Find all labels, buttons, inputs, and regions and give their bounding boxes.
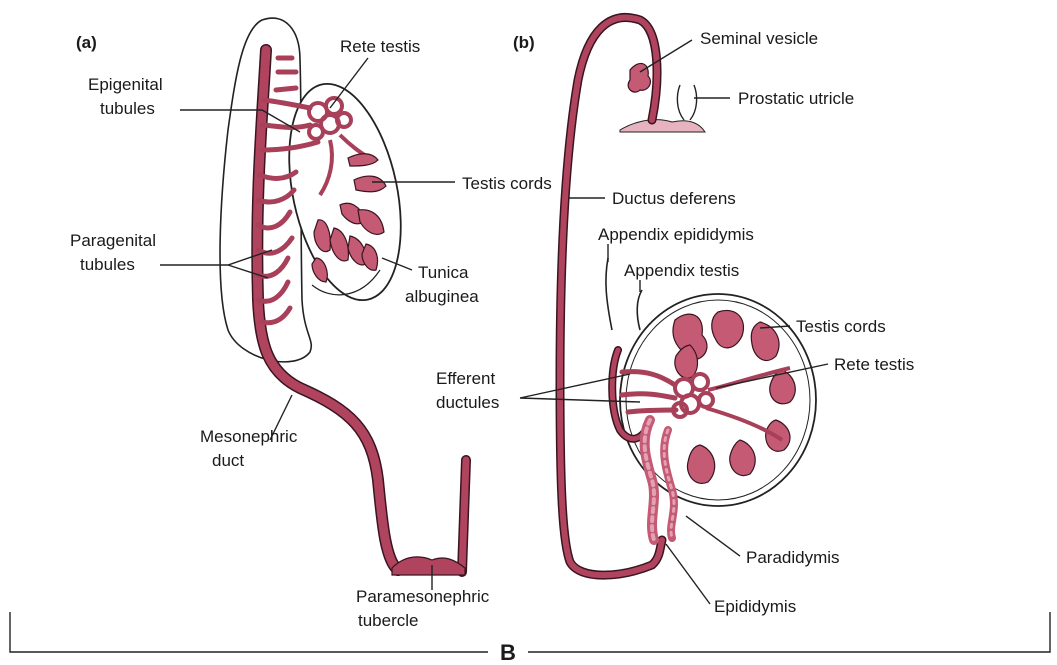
label-rete-testis-b: Rete testis [834,355,914,374]
leader-paradidymis [686,516,740,556]
label-tunica-1: Tunica [418,263,469,282]
prostatic-base [620,120,705,132]
label-paramesonephric-1: Paramesonephric [356,587,490,606]
label-appendix-testis: Appendix testis [624,261,739,280]
leader-seminal-vesicle [640,40,692,72]
label-ductus-deferens: Ductus deferens [612,189,736,208]
label-seminal-vesicle: Seminal vesicle [700,29,818,48]
label-testis-cords-a: Testis cords [462,174,552,193]
paramesonephric-tubercle [392,557,465,575]
bottom-bracket: B [10,612,1050,665]
panel-a-label: (a) [76,33,97,52]
label-efferent-2: ductules [436,393,499,412]
leader-epididymis [666,544,710,604]
panel-b-label: (b) [513,33,535,52]
label-paradidymis: Paradidymis [746,548,840,567]
ductus-deferens [560,18,662,576]
label-paramesonephric-2: tubercle [358,611,418,630]
label-paragenital-2: tubules [80,255,135,274]
appendix-testis [637,290,642,330]
label-paragenital-1: Paragenital [70,231,156,250]
label-epigenital-2: tubules [100,99,155,118]
label-tunica-2: albuginea [405,287,479,306]
bracket-label: B [500,640,516,665]
label-epididymis: Epididymis [714,597,796,616]
label-testis-cords-b: Testis cords [796,317,886,336]
label-epigenital-1: Epigenital [88,75,163,94]
right-duct [462,460,466,572]
appendix-epididymis [606,258,612,330]
prostatic-utricle [677,85,696,120]
panel-a: (a) Rete testis Epigenital tubules Testi… [70,18,552,630]
label-rete-testis-a: Rete testis [340,37,420,56]
label-efferent-1: Efferent [436,369,496,388]
label-mesonephric-2: duct [212,451,244,470]
panel-b: (b) Seminal vesicle Prostatic utricle Du… [436,18,914,617]
label-mesonephric-1: Mesonephric [200,427,298,446]
label-appendix-epididymis: Appendix epididymis [598,225,754,244]
label-prostatic-utricle: Prostatic utricle [738,89,854,108]
